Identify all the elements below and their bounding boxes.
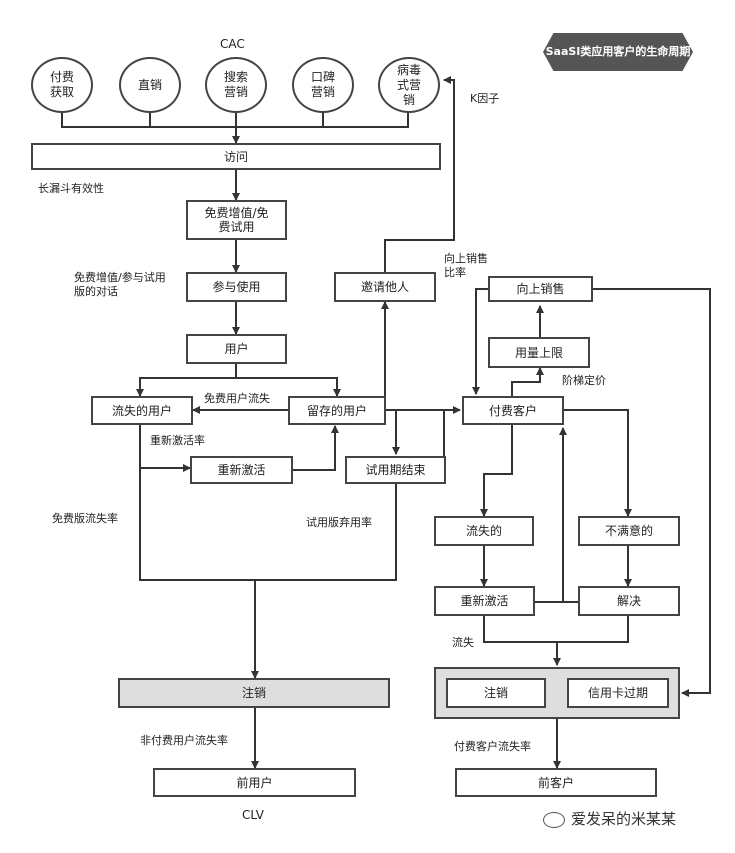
flow-arrow bbox=[136, 364, 237, 397]
label-funnel-effectiveness: 长漏斗有效性 bbox=[38, 182, 104, 195]
node-invite: 邀请他人 bbox=[334, 272, 436, 302]
flow-arrow bbox=[563, 409, 632, 517]
node-trial-end: 试用期结束 bbox=[345, 456, 446, 484]
label-trial-abandon-rate: 试用版弃用率 bbox=[306, 516, 372, 529]
node-reactivate-customer: 重新激活 bbox=[434, 586, 535, 616]
source-word-of-mouth: 口碑营销 bbox=[292, 57, 354, 113]
node-usage-cap: 用量上限 bbox=[488, 337, 590, 368]
node-cancel-user: 注销 bbox=[118, 678, 390, 708]
flow-connector bbox=[483, 616, 629, 643]
label-k-factor: K因子 bbox=[470, 92, 500, 105]
k-factor-arrow bbox=[384, 76, 455, 272]
label-paying-churn-rate: 付费客户流失率 bbox=[454, 740, 531, 753]
flow-arrow bbox=[472, 288, 488, 395]
source-viral-marketing: 病毒式营销 bbox=[378, 57, 440, 113]
label-cac: CAC bbox=[220, 37, 245, 51]
node-resolve: 解决 bbox=[578, 586, 680, 616]
node-upsell: 向上销售 bbox=[488, 276, 593, 302]
node-paying-customer: 付费客户 bbox=[462, 396, 564, 425]
node-lost-user: 流失的用户 bbox=[91, 396, 193, 425]
node-churned: 流失的 bbox=[434, 516, 534, 546]
node-former-user: 前用户 bbox=[153, 768, 356, 797]
diagram-title: SaaSI类应用客户的生命周期 bbox=[543, 33, 693, 71]
flow-arrow bbox=[535, 427, 567, 603]
label-tiered-pricing: 阶梯定价 bbox=[562, 374, 606, 387]
label-upsell-ratio: 向上销售比率 bbox=[444, 252, 488, 279]
node-card-expired: 信用卡过期 bbox=[567, 678, 669, 708]
flow-arrow bbox=[385, 409, 400, 455]
source-search-marketing: 搜索营销 bbox=[205, 57, 267, 113]
node-cancel-customer: 注销 bbox=[446, 678, 546, 708]
label-clv: CLV bbox=[242, 808, 264, 822]
node-user: 用户 bbox=[186, 334, 287, 364]
flow-connector bbox=[139, 425, 397, 581]
label-free-churn-rate: 免费版流失率 bbox=[52, 512, 118, 525]
node-unsatisfied: 不满意的 bbox=[578, 516, 680, 546]
flow-arrow bbox=[480, 425, 513, 517]
label-nonpaying-churn-rate: 非付费用户流失率 bbox=[140, 734, 228, 747]
label-churn: 流失 bbox=[452, 636, 474, 649]
node-visit: 访问 bbox=[31, 143, 441, 170]
label-trial-dialog: 免费增值/参与试用版的对话 bbox=[74, 271, 166, 298]
node-retained-user: 留存的用户 bbox=[288, 396, 386, 425]
node-former-customer: 前客户 bbox=[455, 768, 657, 797]
watermark: 爱发呆的米某某 bbox=[543, 808, 676, 829]
node-free-trial: 免费增值/免费试用 bbox=[186, 200, 287, 240]
source-paid-acquisition: 付费获取 bbox=[31, 57, 93, 113]
node-reactivate: 重新激活 bbox=[190, 456, 293, 484]
watermark-text: 爱发呆的米某某 bbox=[571, 810, 677, 828]
label-free-user-churn: 免费用户流失 bbox=[204, 392, 270, 405]
source-direct-sales: 直销 bbox=[119, 57, 181, 113]
flow-arrow bbox=[511, 367, 544, 396]
flow-arrow bbox=[236, 377, 341, 397]
flow-arrow bbox=[293, 425, 339, 471]
label-reactivation-rate: 重新激活率 bbox=[150, 434, 205, 447]
wechat-icon bbox=[543, 811, 565, 828]
node-participate: 参与使用 bbox=[186, 272, 287, 302]
flow-arrow bbox=[593, 288, 711, 697]
